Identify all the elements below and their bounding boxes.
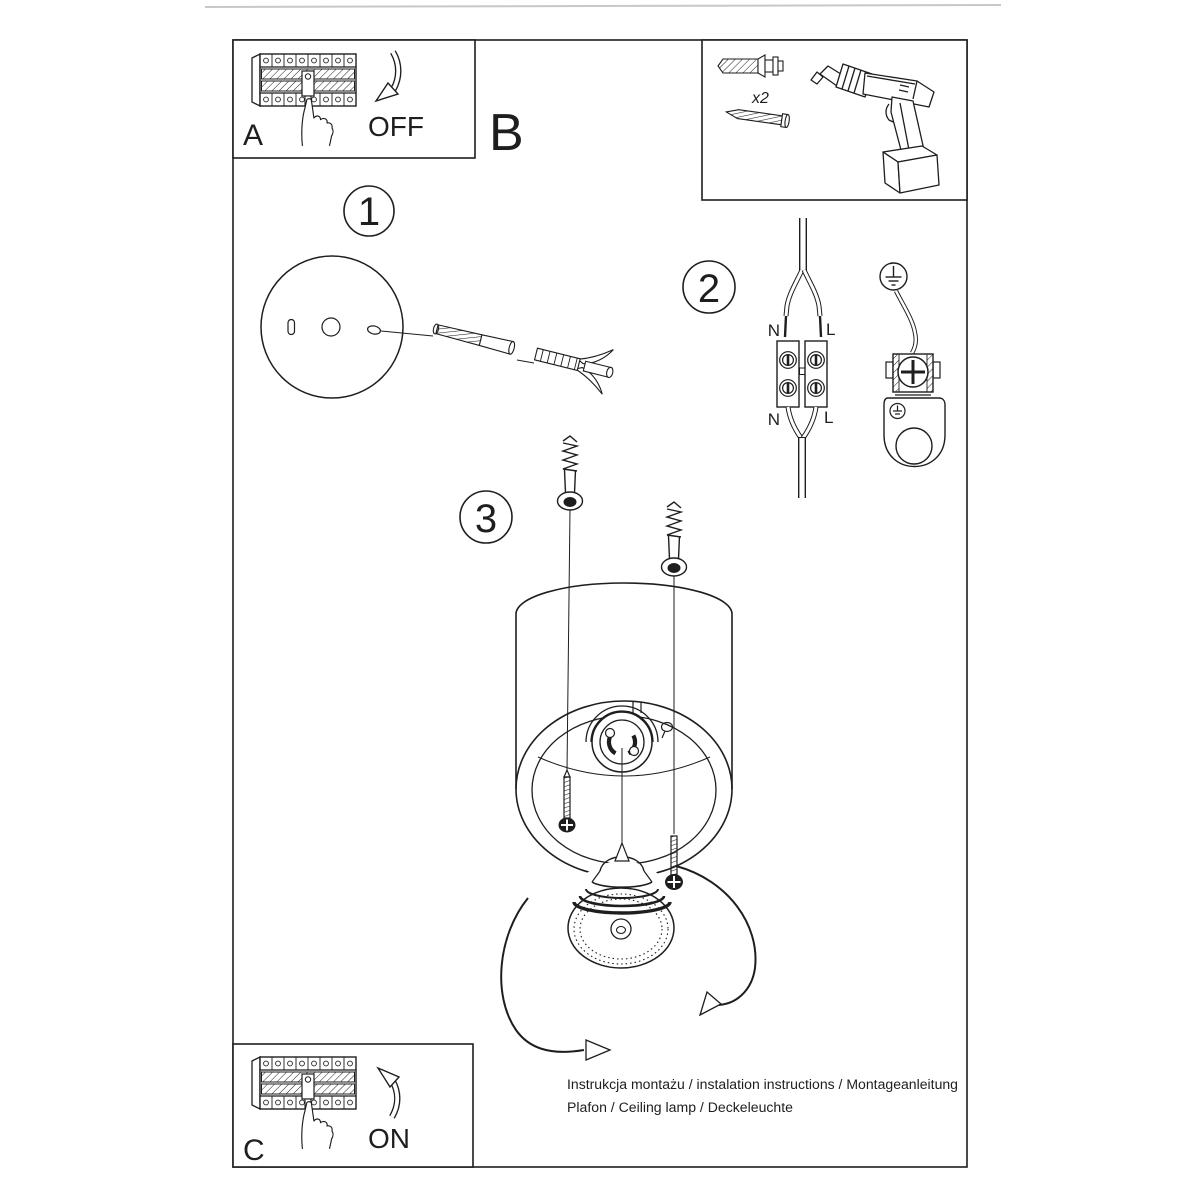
step-2: 2 N L bbox=[682, 218, 946, 498]
panel-a-box: A OFF bbox=[232, 39, 476, 159]
panel-c-state: ON bbox=[368, 1123, 410, 1154]
step-3-number: 3 bbox=[475, 497, 497, 541]
footer-text: Instrukcja montażu / instalation instruc… bbox=[567, 1077, 958, 1115]
ground-symbol-icon bbox=[879, 262, 908, 291]
ground-bracket bbox=[883, 397, 946, 468]
alignment-line bbox=[380, 330, 434, 337]
wiring-diagram: N L N L bbox=[768, 218, 835, 498]
alignment-line bbox=[516, 359, 535, 364]
wire-end bbox=[818, 315, 823, 338]
section-label-b: B bbox=[489, 104, 524, 162]
plate-center-hole bbox=[321, 317, 341, 337]
plate-screw-hole bbox=[366, 325, 382, 335]
mounting-screw-icon bbox=[432, 323, 516, 355]
rotate-arrowhead-icon bbox=[585, 1039, 612, 1061]
interior-screw-right bbox=[665, 835, 683, 890]
expansion-anchor-icon bbox=[533, 347, 614, 395]
breaker-panel-icon bbox=[251, 53, 357, 107]
off-arrow-icon bbox=[374, 50, 402, 103]
terminal-block bbox=[776, 340, 828, 408]
breaker-panel-icon bbox=[251, 1056, 357, 1110]
ground-assembly bbox=[879, 262, 946, 468]
screw-guide-line bbox=[566, 509, 571, 772]
ceiling-screw-right bbox=[660, 501, 688, 577]
wire-label-n-bottom: N bbox=[768, 410, 780, 429]
wall-anchor-icon bbox=[717, 54, 784, 78]
mounting-plate bbox=[260, 255, 404, 399]
plate-keyhole bbox=[660, 721, 674, 739]
ceiling-screw-left bbox=[556, 435, 584, 511]
interior-screw-left bbox=[558, 768, 576, 833]
gu10-bulb bbox=[567, 856, 675, 969]
lamp-body bbox=[515, 582, 733, 878]
panel-c-label: C bbox=[243, 1134, 265, 1167]
gu10-socket bbox=[585, 702, 659, 773]
anchor-quantity-label: x2 bbox=[751, 90, 769, 107]
wire-label-l-bottom: L bbox=[824, 408, 833, 427]
screw-icon bbox=[724, 109, 790, 128]
panel-a-state: OFF bbox=[368, 111, 424, 142]
wire-label-n-top: N bbox=[768, 321, 780, 340]
rotation-arrows bbox=[500, 865, 757, 1061]
step-1: 1 bbox=[260, 185, 614, 399]
wire-label-l-top: L bbox=[826, 320, 835, 339]
panel-c-box: C ON bbox=[232, 1043, 474, 1168]
hardware-box: x2 bbox=[701, 39, 968, 201]
drill-icon bbox=[810, 63, 940, 194]
footer-line-2: Plafon / Ceiling lamp / Deckeleuchte bbox=[567, 1100, 793, 1115]
step-3-badge bbox=[459, 490, 513, 544]
ground-clamp bbox=[885, 353, 941, 396]
up-arrow-icon bbox=[614, 841, 630, 862]
on-arrow-icon bbox=[376, 1066, 401, 1119]
step-2-badge bbox=[682, 260, 736, 314]
page-scan-edge bbox=[204, 4, 1002, 8]
rotate-arrowhead-icon bbox=[698, 990, 723, 1017]
wire-end bbox=[783, 315, 788, 338]
step-1-badge bbox=[343, 185, 395, 237]
plate-slot-hole bbox=[287, 318, 296, 336]
content-frame bbox=[232, 39, 968, 1168]
panel-a-label: A bbox=[243, 119, 263, 152]
ground-symbol-small-icon bbox=[889, 402, 906, 420]
step-3: 3 bbox=[459, 435, 757, 1061]
footer-line-1: Instrukcja montażu / instalation instruc… bbox=[567, 1077, 958, 1092]
step-2-number: 2 bbox=[698, 267, 720, 311]
step-1-number: 1 bbox=[358, 190, 380, 234]
